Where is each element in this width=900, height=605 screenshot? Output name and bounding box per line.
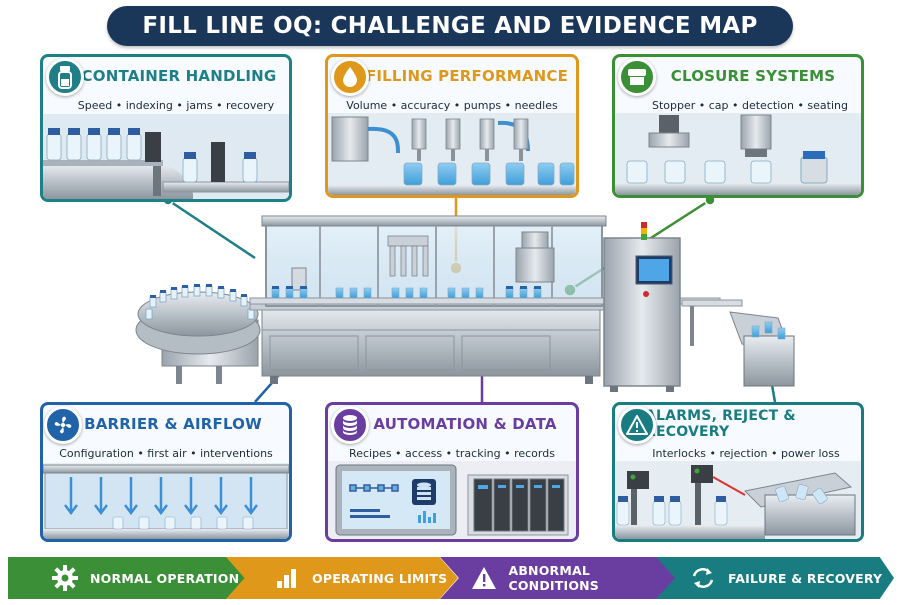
panel-subtitle: Interlocks • rejection • power loss [652, 446, 840, 460]
footer-step-normal-operation: NORMAL OPERATION [8, 557, 248, 599]
panel-subtitle: Recipes • access • tracking • records [349, 446, 555, 460]
panel-subtitle: Volume • accuracy • pumps • needles [346, 98, 558, 112]
panel-alarms-reject-recovery: ALARMS, REJECT & RECOVERY Interlocks • r… [612, 402, 864, 542]
refresh-icon [688, 563, 718, 593]
alarms-reject-illustration [615, 461, 861, 539]
panel-subtitle: Speed • indexing • jams • recovery [77, 98, 275, 112]
footer-step-label: NORMAL OPERATION [90, 570, 240, 586]
panel-subtitle: Configuration • first air • intervention… [59, 446, 273, 460]
fan-icon [44, 406, 82, 444]
bar-chart-icon [272, 563, 302, 593]
panel-title: CONTAINER HANDLING [81, 67, 277, 85]
panel-title: ALARMS, REJECT & RECOVERY [645, 408, 796, 440]
panel-title: CLOSURE SYSTEMS [670, 67, 836, 85]
page-title-text: FILL LINE OQ: CHALLENGE AND EVIDENCE MAP [142, 13, 758, 39]
control-cabinet [603, 222, 681, 392]
panel-filling-performance: FILLING PERFORMANCE Volume • accuracy • … [325, 54, 579, 198]
panel-subtitle: Stopper • cap • detection • seating [651, 98, 848, 112]
panel-closure-systems: CLOSURE SYSTEMS Stopper • cap • detectio… [612, 54, 864, 198]
closure-systems-illustration [615, 113, 861, 195]
footer-step-label: OPERATING LIMITS [312, 570, 448, 586]
rotary-infeed-table [135, 284, 261, 384]
warning-icon [470, 563, 498, 593]
page-title: FILL LINE OQ: CHALLENGE AND EVIDENCE MAP [107, 6, 793, 46]
warning-icon [618, 406, 656, 444]
machine-base [249, 301, 621, 384]
gear-icon [50, 563, 80, 593]
barrier-airflow-illustration [43, 463, 289, 539]
automation-data-illustration [328, 461, 576, 539]
vial-icon [46, 58, 84, 96]
outfeed-reject-bin [681, 299, 795, 387]
container-handling-illustration [43, 114, 289, 199]
footer-step-label: ABNORMAL CONDITIONS [508, 563, 600, 593]
conveyor-vials [249, 286, 721, 305]
cap-icon [618, 58, 656, 96]
panel-title: AUTOMATION & DATA [373, 415, 557, 433]
footer-step-failure-recovery: FAILURE & RECOVERY [656, 557, 894, 599]
barrier-enclosure [261, 215, 607, 307]
panel-barrier-airflow: BARRIER & AIRFLOW Configuration • first … [40, 402, 292, 542]
footer-step-label: FAILURE & RECOVERY [728, 570, 883, 586]
database-icon [331, 406, 369, 444]
panel-container-handling: CONTAINER HANDLING Speed • indexing • ja… [40, 54, 292, 202]
footer-step-operating-limits: OPERATING LIMITS [226, 557, 458, 599]
filling-performance-illustration [328, 113, 576, 195]
panel-title: BARRIER & AIRFLOW [84, 415, 262, 433]
footer-step-abnormal-conditions: ABNORMAL CONDITIONS [440, 557, 676, 599]
panel-title: FILLING PERFORMANCE [365, 67, 569, 85]
droplet-icon [331, 58, 369, 96]
